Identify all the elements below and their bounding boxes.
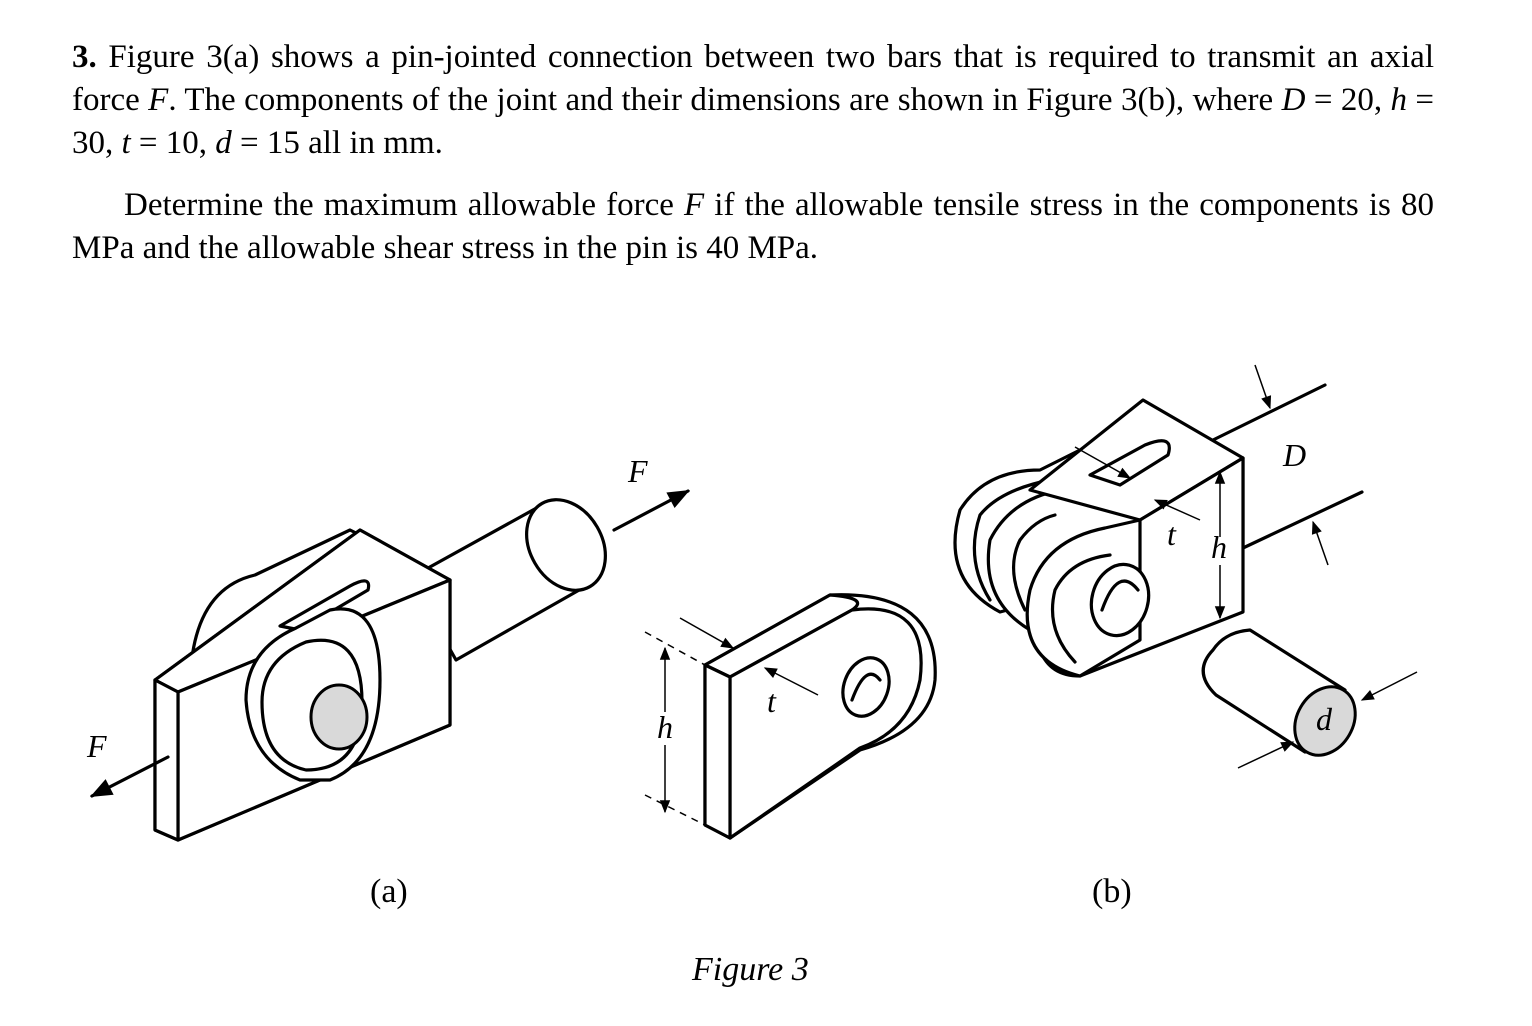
eye-bar: h t [644, 593, 937, 840]
symbol-d: d [215, 125, 232, 161]
symbol-F: F [148, 82, 169, 118]
problem-paragraph-1: 3. Figure 3(a) shows a pin-jointed conne… [72, 36, 1434, 165]
eye-tab-a [244, 607, 382, 782]
label-t-right: t [1167, 516, 1177, 552]
symbol-t: t [121, 125, 131, 161]
label-F-left: F [86, 728, 107, 764]
problem-paragraph-2: Determine the maximum allowable force F … [72, 184, 1434, 270]
eye-hole-b [1089, 562, 1151, 638]
label-F-top: F [627, 453, 648, 489]
p2-text-b: if the allowable tensile stress in the c… [72, 187, 1434, 266]
p2-text-a: Determine the maximum allowable force [124, 187, 685, 223]
p1-text-b: . The components of the joint and their … [168, 82, 1282, 118]
problem-number: 3. [72, 39, 97, 75]
value-h: = 30, [72, 82, 1434, 161]
figure-caption: Figure 3 [691, 951, 809, 988]
rod-a [408, 498, 607, 662]
symbol-h: h [1390, 82, 1407, 118]
eye-hole-mid [841, 656, 891, 718]
assembly-a: F F [86, 453, 690, 842]
value-d: = 15 all in mm. [231, 125, 443, 161]
symbol-F-2: F [684, 187, 705, 223]
subfigure-label-b: (b) [1092, 873, 1132, 910]
pin-a [309, 683, 369, 751]
symbol-D: D [1281, 82, 1306, 118]
label-d: d [1316, 701, 1333, 737]
label-h-right: h [1211, 529, 1227, 565]
problem-statement: 3. Figure 3(a) shows a pin-jointed conne… [72, 36, 1434, 270]
force-arrow-top [612, 489, 690, 532]
label-t-mid: t [767, 683, 777, 719]
p1-text-a: Figure 3(a) shows a pin-jointed connecti… [72, 39, 1434, 118]
assembly-b: D h t d [953, 364, 1418, 769]
force-arrow-left [90, 755, 170, 798]
value-D: = 20, [1305, 82, 1391, 118]
label-D: D [1282, 437, 1306, 473]
value-t: = 10, [130, 125, 216, 161]
pin-b [1201, 628, 1357, 757]
subfigure-label-a: (a) [370, 873, 408, 910]
label-h-mid: h [657, 709, 673, 745]
